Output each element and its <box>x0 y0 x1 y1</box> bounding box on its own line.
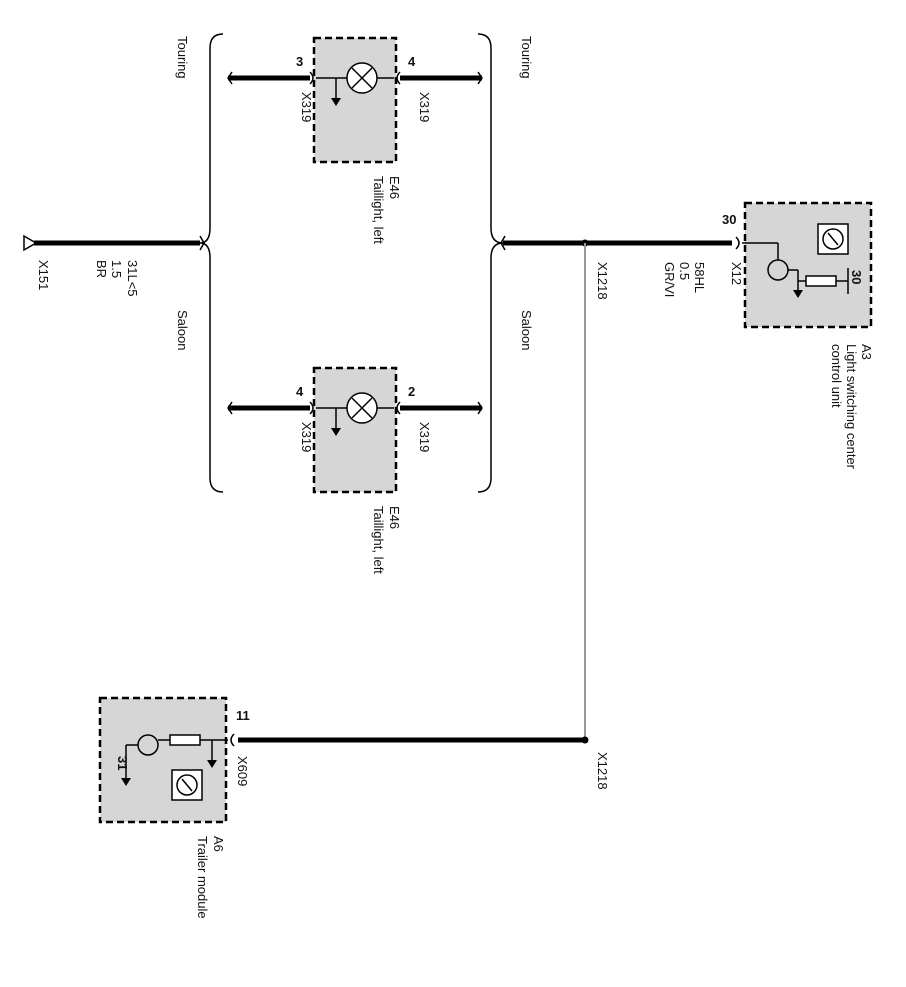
resistor-icon <box>169 734 201 746</box>
ground-connector-label: X151 <box>36 260 51 290</box>
supply-wire-color: GR/VI <box>662 262 677 297</box>
trailer-internal-label: 31 <box>115 756 130 770</box>
trailer-pin: 11 <box>236 708 250 723</box>
connector-saloon-right <box>396 401 401 415</box>
ground-arrow-icon <box>331 428 341 436</box>
right-variant-brace: Touring Saloon <box>477 33 534 493</box>
ground-arrow-icon <box>207 760 217 768</box>
lscu-connector-icon <box>735 236 740 250</box>
lscu-connector-label: X12 <box>729 262 744 285</box>
trailer-module: 11 X609 31 A6 Trailer module <box>98 696 250 919</box>
lscu-name-line1: Light switching center <box>844 344 859 470</box>
wire-break-mark <box>227 401 233 415</box>
supply-wire-code: 58HL <box>692 262 707 293</box>
lscu-module: 30 X12 30 A3 Light switching center cont… <box>722 201 874 470</box>
wire-break-mark <box>500 235 506 251</box>
ground-wire: X151 31L<5 1.5 BR <box>23 234 205 297</box>
resistor-icon <box>805 275 837 287</box>
taillight-touring-pin-left: 3 <box>296 54 303 69</box>
connector-saloon-left <box>309 401 314 415</box>
taillight-touring-connector-left: X319 <box>299 92 314 122</box>
lscu-box <box>743 201 873 329</box>
lscu-chip-circle <box>822 228 844 250</box>
left-saloon-label: Saloon <box>175 310 190 350</box>
splice-bottom-label: X1218 <box>595 752 610 790</box>
left-variant-brace: Touring Saloon <box>175 33 224 493</box>
taillight-touring: 3 4 X319 X319 E46 Taillight, left <box>227 36 483 244</box>
taillight-touring-box <box>312 36 398 164</box>
connector-touring-right <box>396 71 401 85</box>
trailer-name: Trailer module <box>195 836 210 919</box>
trailer-chip-circle <box>176 774 198 796</box>
trailer-id: A6 <box>211 836 226 852</box>
splice-dot-bottom <box>581 736 589 744</box>
taillight-saloon-connector-right: X319 <box>417 422 432 452</box>
ground-arrow-icon <box>331 98 341 106</box>
taillight-touring-id: E46 <box>387 176 402 199</box>
wire-break-mark <box>477 71 483 85</box>
trailer-box <box>98 696 228 824</box>
taillight-saloon-box <box>312 366 398 494</box>
trailer-chip-mark <box>181 778 193 792</box>
ground-arrow-icon <box>121 778 131 786</box>
right-brace-curve <box>477 33 504 493</box>
lamp-cross <box>351 397 373 419</box>
left-touring-label: Touring <box>175 36 190 79</box>
lscu-chip-mark <box>827 232 839 246</box>
connector-touring-left <box>309 71 314 85</box>
taillight-touring-name: Taillight, left <box>371 176 386 244</box>
main-supply-wire: X1218 58HL 0.5 GR/VI <box>500 235 732 300</box>
trailer-connector-icon <box>230 733 235 747</box>
taillight-saloon-pin-right: 2 <box>408 384 415 399</box>
lscu-id: A3 <box>859 344 874 360</box>
ground-wire-size: 1.5 <box>109 260 124 278</box>
taillight-saloon: 4 2 X319 X319 E46 Taillight, left <box>227 366 483 574</box>
supply-wire-size: 0.5 <box>677 262 692 280</box>
trailer-wire: X1218 <box>238 736 610 790</box>
splice-top-label: X1218 <box>595 262 610 300</box>
right-saloon-label: Saloon <box>519 310 534 350</box>
ground-wire-code: 31L<5 <box>125 260 140 297</box>
taillight-saloon-pin-left: 4 <box>296 384 304 399</box>
taillight-saloon-name: Taillight, left <box>371 506 386 574</box>
ground-arrow-icon <box>23 234 38 252</box>
trailer-connector-label: X609 <box>235 756 250 786</box>
lamp-cross <box>351 67 373 89</box>
right-touring-label: Touring <box>519 36 534 79</box>
ground-arrow-icon <box>793 290 803 298</box>
ground-wire-color: BR <box>94 260 109 278</box>
taillight-saloon-id: E46 <box>387 506 402 529</box>
taillight-touring-pin-right: 4 <box>408 54 416 69</box>
wire-break-mark <box>227 71 233 85</box>
wire-break-mark <box>477 401 483 415</box>
left-brace-curve <box>199 33 224 493</box>
taillight-saloon-connector-left: X319 <box>299 422 314 452</box>
taillight-touring-connector-right: X319 <box>417 92 432 122</box>
lscu-pin: 30 <box>722 212 736 227</box>
lscu-name-line2: control unit <box>829 344 844 408</box>
lscu-internal-label: 30 <box>849 270 864 284</box>
